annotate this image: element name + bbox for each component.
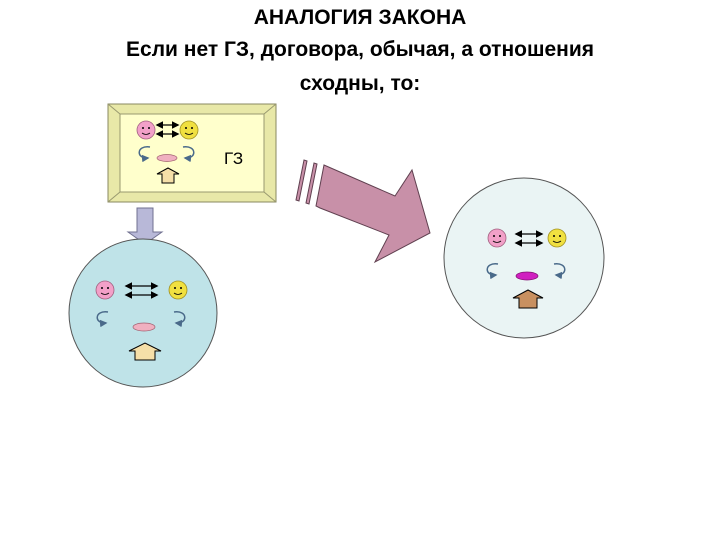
title-line-2: Если нет ГЗ, договора, обычая, а отношен… <box>126 38 594 61</box>
circle-right <box>443 177 605 339</box>
relation-ellipse <box>132 322 156 332</box>
smiley-face-icon <box>136 120 156 140</box>
down-arrow-icon <box>126 207 164 245</box>
relation-ellipse <box>156 154 178 162</box>
smiley-face-icon <box>95 280 115 300</box>
smiley-face-icon <box>547 228 567 248</box>
circle-left <box>68 238 218 388</box>
big-arrow-icon <box>315 164 431 264</box>
smiley-face-icon <box>179 120 199 140</box>
big-arrow <box>295 159 431 264</box>
pedestal-arrow-icon <box>128 342 162 361</box>
frame-inner <box>119 113 265 193</box>
relation-ellipse <box>515 271 539 281</box>
pedestal-arrow-icon <box>156 167 180 184</box>
smiley-face-icon <box>168 280 188 300</box>
pedestal-arrow-icon <box>512 289 544 309</box>
frame-label: ГЗ <box>224 149 243 168</box>
smiley-face-icon <box>487 228 507 248</box>
title-line-1: АНАЛОГИЯ ЗАКОНА <box>253 6 467 29</box>
law-frame: ГЗ <box>107 103 277 203</box>
title-line-3: сходны, то: <box>299 72 421 95</box>
